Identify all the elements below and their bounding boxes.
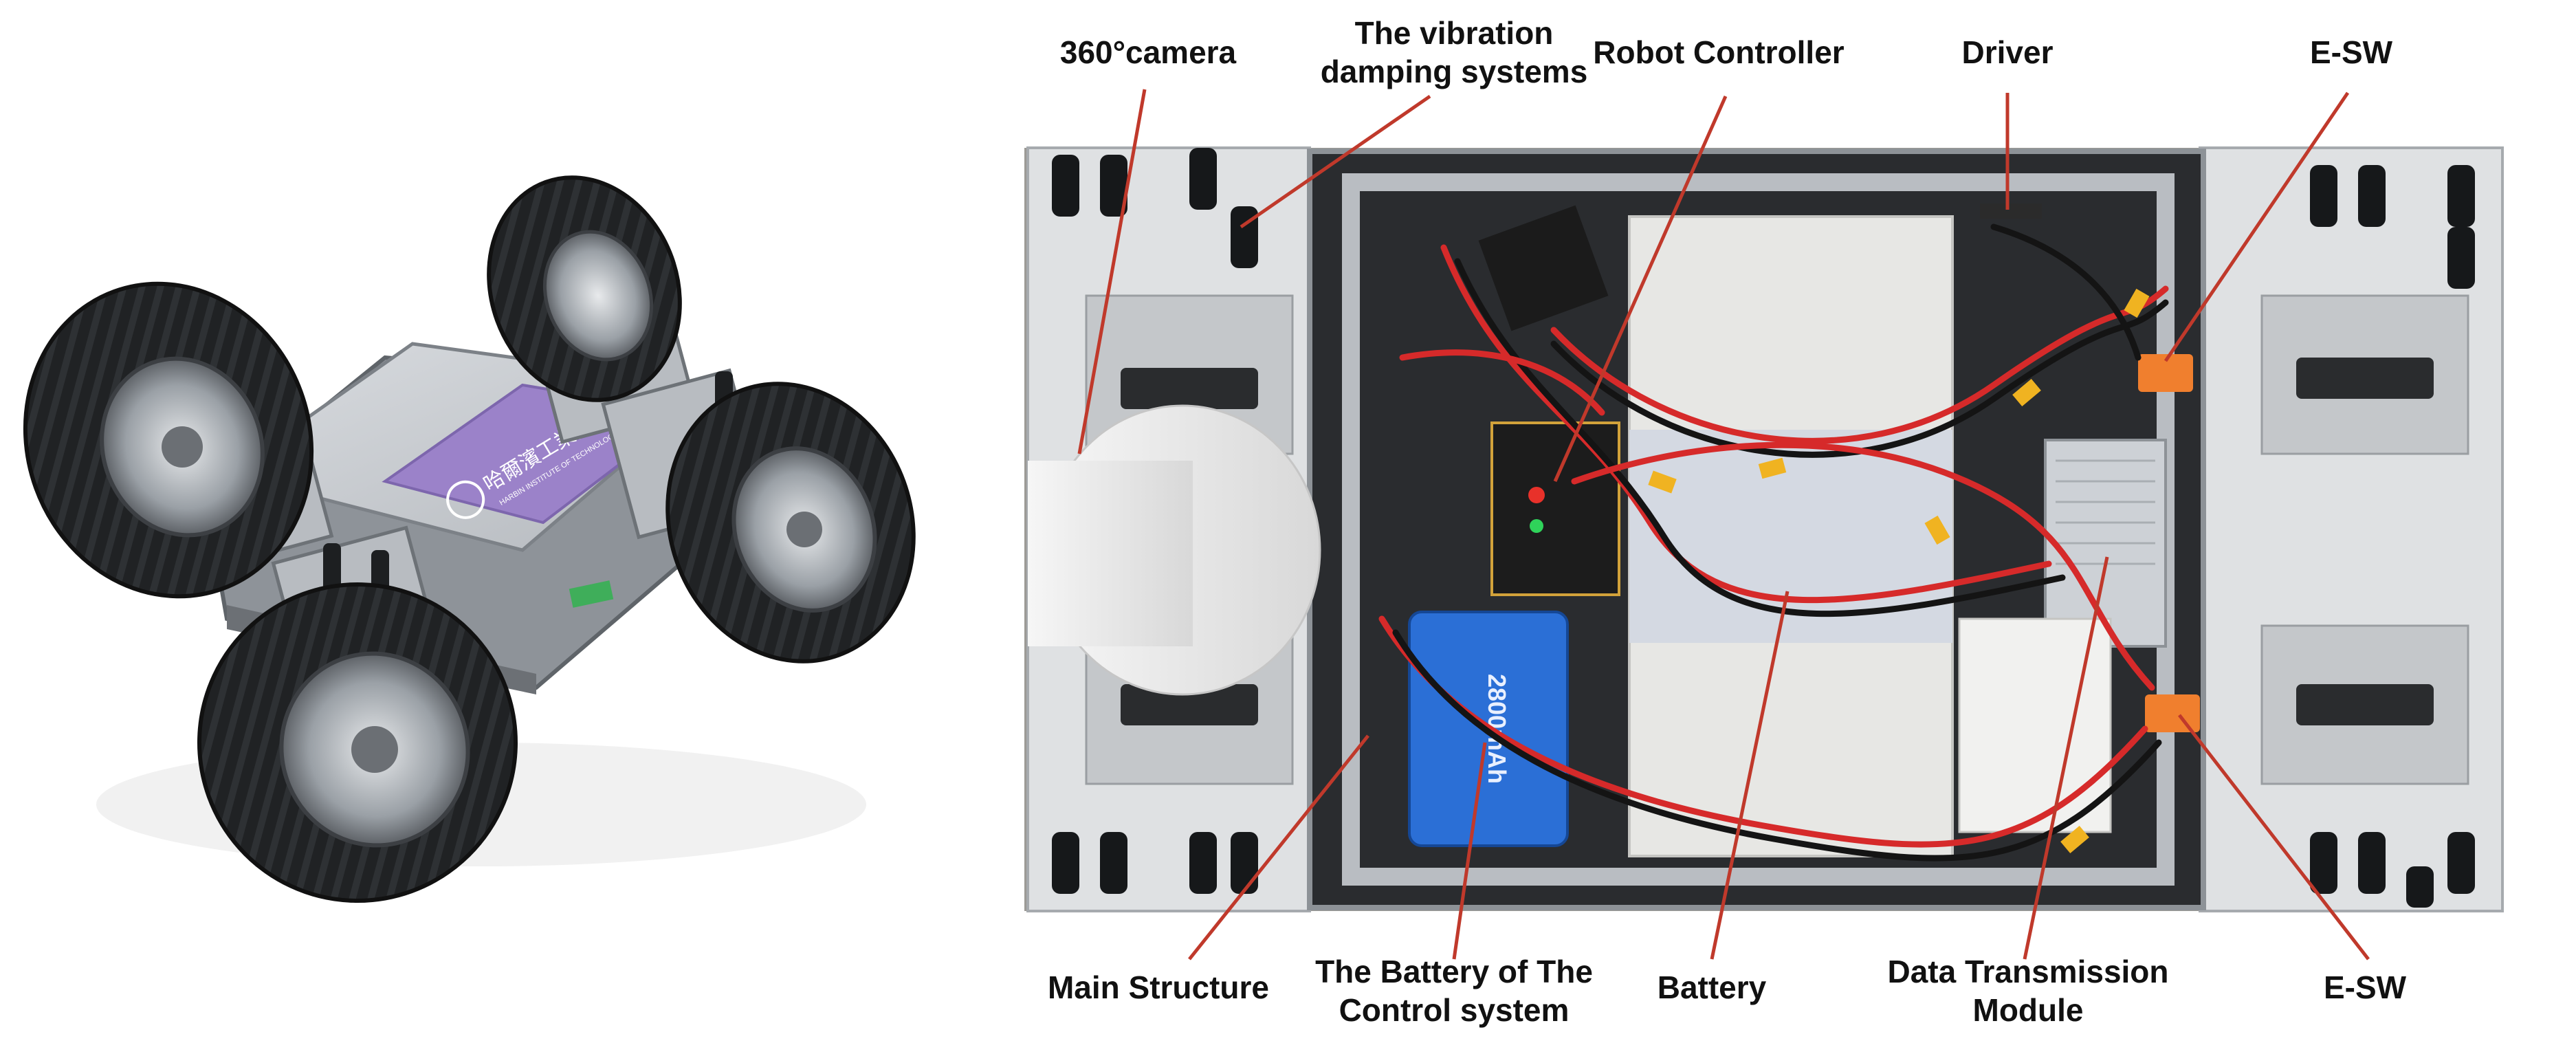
label-main-structure-text: Main Structure [1047, 969, 1270, 1005]
leader-line-battery [1710, 591, 1790, 960]
label-controller: Robot Controller [1581, 33, 1856, 72]
e-switch-bottom-body [2145, 694, 2200, 732]
label-driver: Driver [1939, 33, 2076, 72]
label-control-battery-line1: The Battery of The [1315, 954, 1593, 989]
robot-interior-photo: 2800mAh [1024, 146, 2504, 912]
wheel-front-right [197, 582, 518, 903]
leader-line-data-module [2023, 556, 2109, 960]
leader-line-control-battery [1452, 742, 1487, 960]
label-esw-bottom-text: E-SW [2323, 969, 2407, 1005]
label-driver-text: Driver [1961, 34, 2054, 70]
damper-posts [1052, 148, 2475, 908]
leader-line-esw-bottom [2178, 714, 2370, 961]
label-data-module-line1: Data Transmission [1887, 954, 2169, 989]
label-main-structure: Main Structure [1035, 968, 1282, 1007]
label-esw-top: E-SW [2289, 33, 2413, 72]
label-camera-text: 360°camera [1059, 34, 1237, 70]
label-esw-top-text: E-SW [2309, 34, 2393, 70]
label-battery: Battery [1640, 968, 1784, 1007]
label-camera: 360°camera [1045, 33, 1251, 72]
label-data-module: Data Transmission Module [1884, 952, 2172, 1029]
leader-line-camera [1077, 89, 1147, 454]
label-controller-text: Robot Controller [1593, 34, 1845, 70]
leader-line-controller [1553, 95, 1728, 483]
label-esw-bottom: E-SW [2303, 968, 2427, 1007]
driver-unit [1478, 205, 1609, 331]
wheel-rear-left [487, 175, 682, 402]
robot-chassis-photo: 哈爾濱工業大學 HARBIN INSTITUTE OF TECHNOLOGY [23, 175, 916, 903]
wheel-front-left [23, 281, 314, 599]
e-switch-top-body [2138, 354, 2193, 392]
leader-lines [1077, 89, 2370, 961]
wheel-rear-right [665, 382, 916, 664]
label-damping: The vibration damping systems [1303, 14, 1605, 91]
label-data-module-line2: Module [1972, 992, 2084, 1028]
label-control-battery-line2: Control system [1339, 992, 1570, 1028]
leader-line-damping [1240, 94, 1431, 229]
leader-line-esw-top [2164, 91, 2350, 362]
label-damping-line1: The vibration [1354, 15, 1554, 51]
label-control-battery: The Battery of The Control system [1303, 952, 1605, 1029]
leader-line-main-structure [1188, 734, 1369, 961]
label-damping-line2: damping systems [1320, 54, 1588, 89]
label-battery-text: Battery [1657, 969, 1767, 1005]
